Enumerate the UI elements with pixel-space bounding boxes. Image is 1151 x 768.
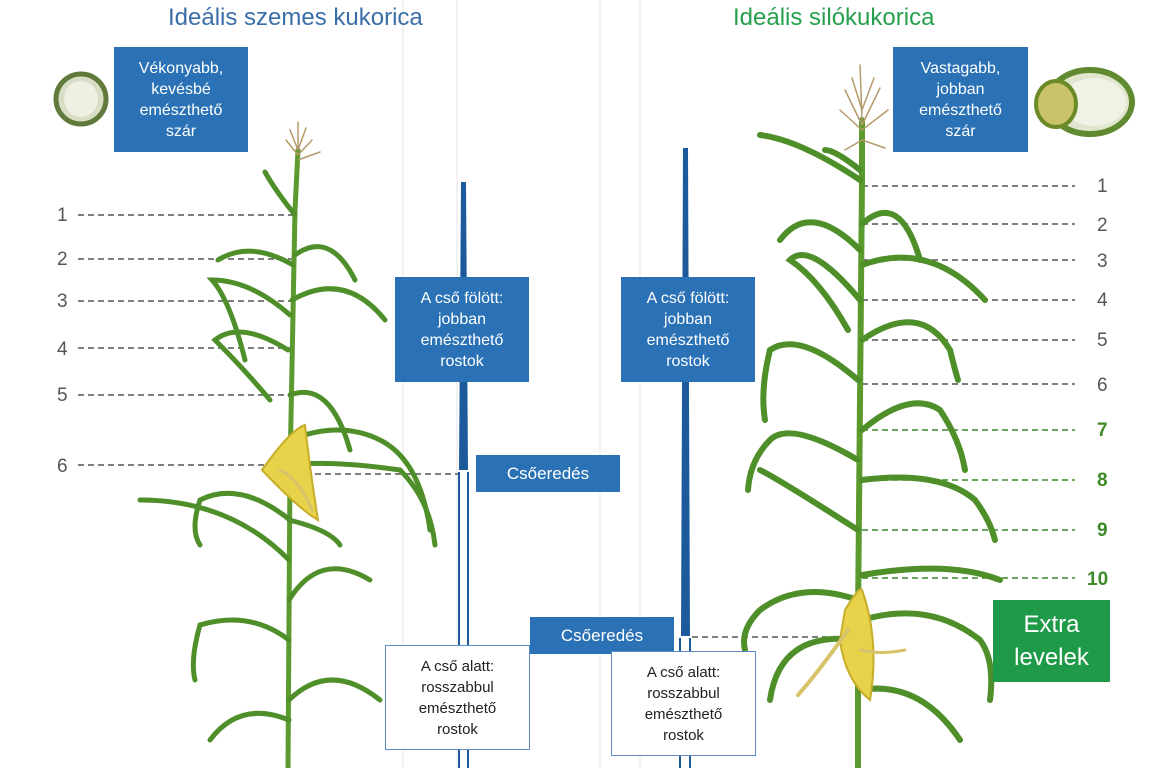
thin-stem-line-2: kevésbé — [151, 80, 211, 98]
right-below-line-2: rosszabbul — [647, 684, 720, 702]
thin-stem-line-1: Vékonyabb, — [138, 59, 224, 77]
right-extra-level-lines — [862, 429, 1075, 579]
thick-stem-line-3: emészthető — [919, 101, 1002, 119]
right-above-line-4: rostok — [666, 352, 710, 370]
right-level-1: 1 — [1097, 176, 1108, 197]
right-ear-origin-label: Csőeredés — [530, 617, 674, 654]
right-level-8: 8 — [1097, 470, 1108, 491]
left-below-ear-box: A cső alatt: rosszabbul emészthető rosto… — [385, 645, 530, 750]
left-level-3: 3 — [57, 291, 68, 312]
left-ear-origin-label: Csőeredés — [476, 455, 620, 492]
right-below-line-3: emészthető — [644, 705, 723, 723]
extra-leaves-box: Extra levelek — [993, 600, 1110, 682]
thick-stem-cross-section-icon — [1034, 67, 1135, 137]
right-level-9: 9 — [1097, 520, 1108, 541]
thin-stem-line-3: emészthető — [139, 101, 223, 119]
right-level-6: 6 — [1097, 375, 1108, 396]
left-above-line-2: jobban — [437, 310, 487, 328]
left-level-4: 4 — [57, 339, 68, 360]
left-corn-plant — [137, 121, 438, 768]
right-below-line-1: A cső alatt: — [646, 663, 721, 681]
right-level-7: 7 — [1097, 420, 1108, 441]
right-above-ear-box: A cső fölött: jobban emészthető rostok — [621, 277, 755, 382]
right-level-4: 4 — [1097, 290, 1108, 311]
right-below-ear-box: A cső alatt: rosszabbul emészthető rosto… — [611, 651, 756, 756]
right-corn-plant — [741, 64, 1003, 768]
left-below-line-1: A cső alatt: — [420, 657, 495, 675]
right-level-3: 3 — [1097, 251, 1108, 272]
left-level-6: 6 — [57, 456, 68, 477]
left-title: Ideális szemes kukorica — [168, 4, 423, 31]
left-below-line-3: emészthető — [418, 699, 497, 717]
extra-leaves-line-2: levelek — [1014, 644, 1089, 671]
right-above-line-2: jobban — [663, 310, 713, 328]
thick-stem-box: Vastagabb, jobban emészthető szár — [893, 47, 1028, 152]
left-above-line-1: A cső fölött: — [420, 289, 504, 307]
thick-stem-line-4: szár — [945, 122, 976, 140]
thick-stem-line-2: jobban — [936, 80, 985, 98]
thin-stem-cross-section-icon — [53, 71, 109, 127]
right-level-2: 2 — [1097, 215, 1108, 236]
right-title: Ideális silókukorica — [733, 4, 935, 31]
left-level-1: 1 — [57, 205, 68, 226]
left-above-line-4: rostok — [440, 352, 484, 370]
left-below-line-2: rosszabbul — [421, 678, 494, 696]
right-above-line-3: emészthető — [646, 331, 730, 349]
thick-stem-line-1: Vastagabb, — [920, 59, 1001, 77]
thin-stem-box: Vékonyabb, kevésbé emészthető szár — [114, 47, 248, 152]
right-level-10: 10 — [1087, 569, 1109, 590]
extra-leaves-line-1: Extra — [1023, 611, 1080, 638]
left-corn-ear — [260, 423, 320, 522]
left-below-line-4: rostok — [437, 720, 478, 738]
right-level-5: 5 — [1097, 330, 1108, 351]
left-level-5: 5 — [57, 385, 68, 406]
left-above-ear-box: A cső fölött: jobban emészthető rostok — [395, 277, 529, 382]
right-corn-ear — [796, 588, 907, 702]
left-above-line-3: emészthető — [420, 331, 504, 349]
thin-stem-line-4: szár — [165, 122, 197, 140]
left-level-lines — [78, 214, 458, 475]
right-above-line-1: A cső fölött: — [646, 289, 730, 307]
right-below-line-4: rostok — [663, 726, 704, 744]
left-level-2: 2 — [57, 249, 68, 270]
